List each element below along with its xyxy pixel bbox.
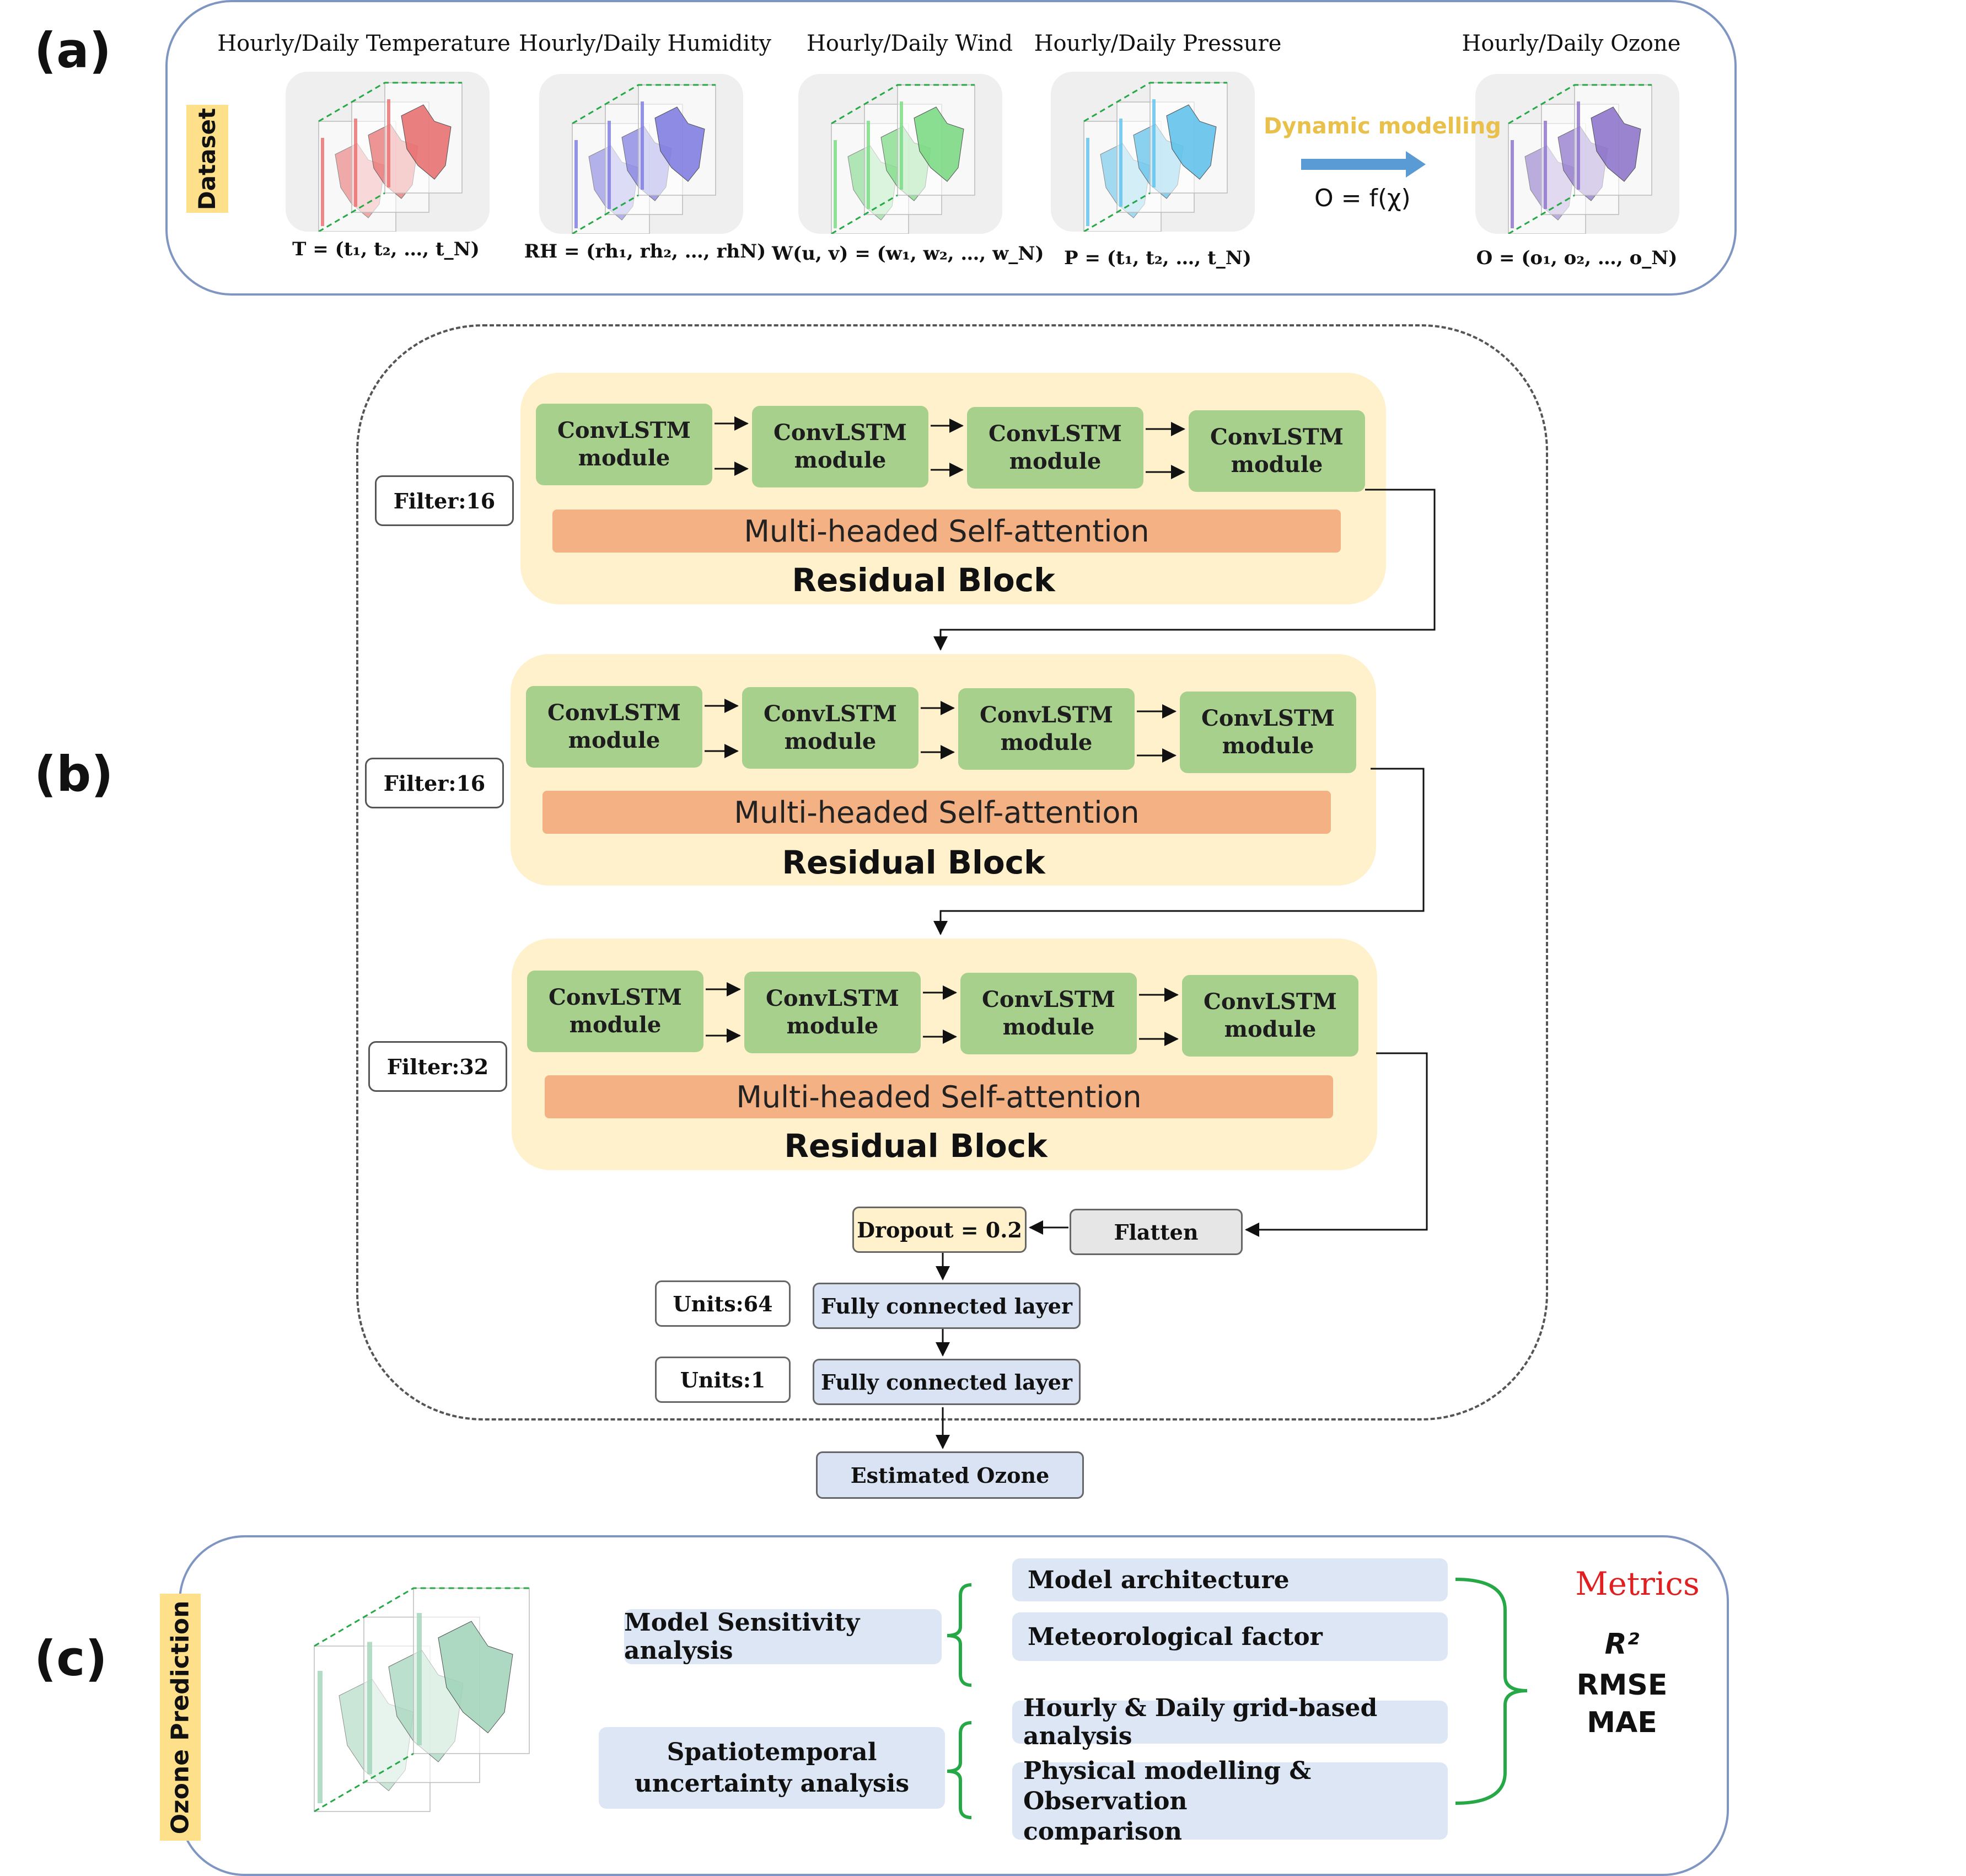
convlstm-module-2-2: ConvLSTM module (742, 687, 918, 769)
panel-label-b: (b) (34, 746, 114, 802)
wind-map-stack (798, 74, 1002, 235)
humidity-map-image (572, 84, 716, 235)
model-architecture-frame (356, 324, 1548, 1421)
humidity-title: Hourly/Daily Humidity (519, 31, 771, 56)
ozone-map-stack (1475, 74, 1679, 235)
spatiotemporal-analysis-box: Spatiotemporal uncertainty analysis (599, 1727, 945, 1809)
metric-rmse: RMSE (1576, 1669, 1668, 1702)
self-attention-1: Multi-headed Self-attention (552, 510, 1341, 553)
dropout-box: Dropout = 0.2 (852, 1207, 1027, 1253)
convlstm-module-3-4: ConvLSTM module (1182, 975, 1358, 1057)
convlstm-module-2-3: ConvLSTM module (958, 688, 1135, 770)
filter-label-1: Filter:16 (375, 475, 514, 526)
wind-title: Hourly/Daily Wind (806, 31, 1013, 56)
flatten-box: Flatten (1070, 1209, 1243, 1255)
temperature-map-stack (286, 72, 490, 233)
humidity-map-stack (539, 74, 743, 235)
dynamic-modelling-arrow (1301, 151, 1426, 178)
dataset-label: Dataset (186, 105, 228, 213)
fully-connected-layer-1: Fully connected layer (813, 1283, 1081, 1329)
filter-label-3: Filter:32 (368, 1041, 507, 1092)
wind-formula: W(u, v) = (w₁, w₂, …, w_N) (772, 243, 1044, 265)
ozone-prediction-label: Ozone Prediction (160, 1594, 201, 1841)
residual-block-label-1: Residual Block (792, 561, 1055, 599)
meteorological-factor-box: Meteorological factor (1012, 1612, 1448, 1661)
residual-block-label-2: Residual Block (782, 844, 1045, 881)
panel-label-c: (c) (34, 1630, 108, 1687)
units64-label: Units:64 (655, 1280, 791, 1327)
convlstm-module-3-2: ConvLSTM module (744, 972, 921, 1053)
metrics-title: Metrics (1575, 1565, 1700, 1602)
wind-map-image (831, 84, 975, 235)
ozone-prediction-map-image (314, 1587, 530, 1813)
ozone-map-image (1508, 84, 1652, 235)
self-attention-3: Multi-headed Self-attention (545, 1075, 1333, 1118)
model-architecture-box: Model architecture (1012, 1558, 1448, 1601)
pressure-title: Hourly/Daily Pressure (1034, 31, 1282, 56)
convlstm-module-1-2: ConvLSTM module (752, 406, 928, 487)
self-attention-2: Multi-headed Self-attention (542, 791, 1331, 834)
estimated-ozone-box: Estimated Ozone (816, 1451, 1084, 1499)
pressure-formula: P = (t₁, t₂, …, t_N) (1064, 247, 1251, 269)
humidity-formula: RH = (rh₁, rh₂, …, rhN) (524, 240, 766, 262)
pressure-map-stack (1051, 72, 1255, 233)
fully-connected-layer-2: Fully connected layer (813, 1359, 1081, 1405)
residual-block-label-3: Residual Block (784, 1127, 1048, 1165)
convlstm-module-3-3: ConvLSTM module (960, 973, 1137, 1054)
panel-label-a: (a) (34, 22, 111, 79)
temperature-map-image (318, 82, 463, 233)
temperature-title: Hourly/Daily Temperature (217, 31, 511, 56)
units1-label: Units:1 (655, 1357, 791, 1403)
metric-r2: R² (1604, 1628, 1640, 1661)
ozone-equation: O = f(χ) (1314, 184, 1411, 212)
dynamic-modelling-label: Dynamic modelling (1264, 114, 1501, 139)
metric-mae: MAE (1587, 1706, 1657, 1739)
convlstm-module-3-1: ConvLSTM module (527, 971, 703, 1052)
ozone-title: Hourly/Daily Ozone (1462, 31, 1681, 56)
convlstm-module-1-3: ConvLSTM module (967, 407, 1143, 489)
sensitivity-analysis-box: Model Sensitivity analysis (624, 1609, 942, 1665)
ozone-formula: O = (o₁, o₂, …, o_N) (1476, 247, 1678, 269)
ozone-prediction-map-stack (265, 1572, 540, 1858)
convlstm-module-2-4: ConvLSTM module (1180, 692, 1356, 773)
convlstm-module-2-1: ConvLSTM module (526, 686, 702, 768)
temperature-formula: T = (t₁, t₂, …, t_N) (292, 238, 480, 260)
pressure-map-image (1083, 82, 1228, 233)
convlstm-module-1-4: ConvLSTM module (1189, 410, 1365, 492)
convlstm-module-1-1: ConvLSTM module (536, 404, 712, 485)
filter-label-2: Filter:16 (365, 758, 504, 808)
